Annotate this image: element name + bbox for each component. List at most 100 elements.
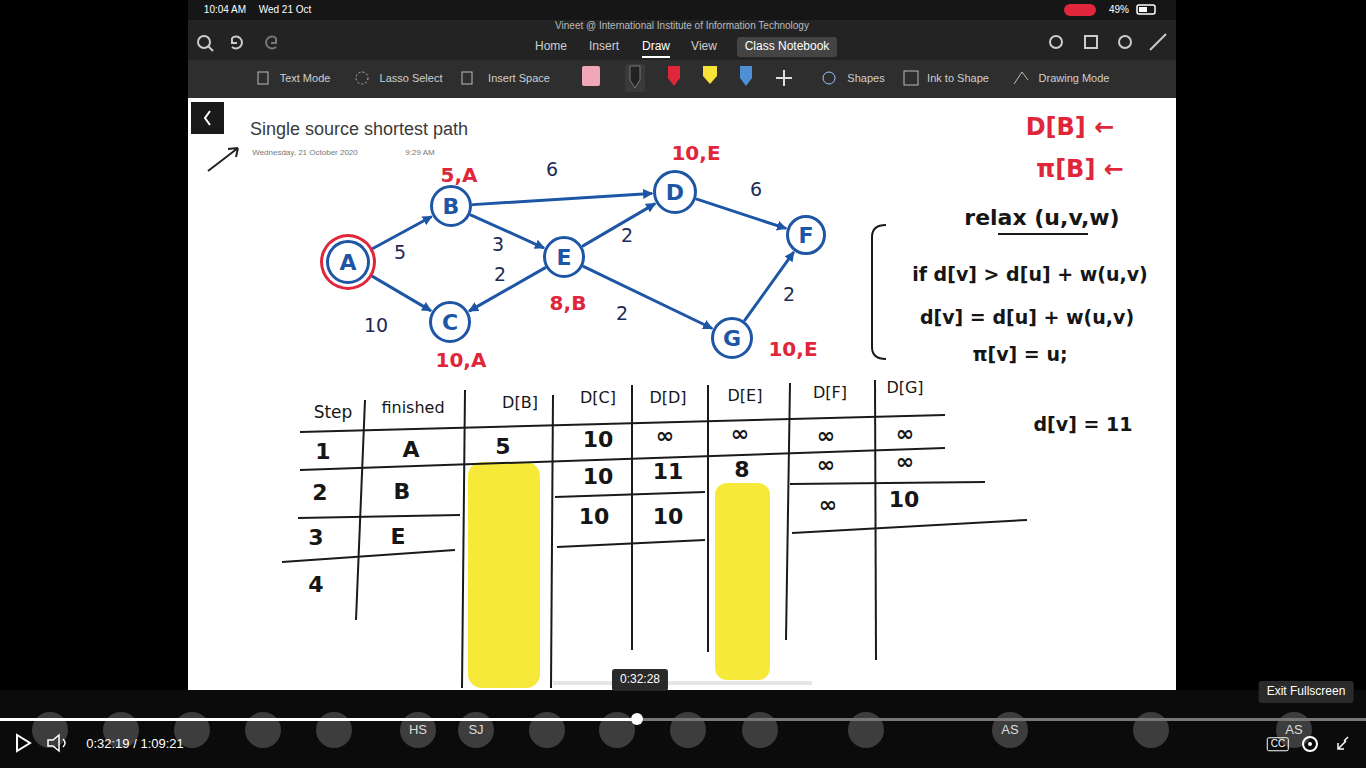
note: relax (u,v,w) [964, 205, 1119, 230]
graph-vertex: F [786, 215, 826, 255]
table-cell: 10 [583, 464, 614, 489]
seek-tooltip: 0:32:28 [612, 669, 668, 691]
window-title: Vineet @ International Institute of Info… [555, 20, 809, 32]
participant-initials: AS [1285, 723, 1302, 738]
vertex-name: E [556, 245, 571, 270]
page-date: Wednesday, 21 October 2020 [252, 148, 358, 157]
table-cell: 10 [653, 504, 684, 529]
edge-weight: 6 [750, 179, 762, 201]
note: π[B] ← [1036, 156, 1124, 184]
edge-weight: 2 [783, 284, 795, 306]
graph-vertex: G10,E [711, 317, 753, 359]
graph-vertex: B5,A [430, 185, 472, 227]
distance-parent: 10,E [671, 141, 720, 165]
table-header: D[E] [728, 387, 763, 405]
page-time: 9:29 AM [405, 148, 434, 157]
table-cell: ∞ [656, 423, 674, 448]
video-time: 0:32:19 / 1:09:21 [86, 737, 184, 752]
table-cell: ∞ [731, 421, 749, 446]
distance-parent: 8,B [550, 291, 587, 315]
tool-button: Drawing Mode [1039, 72, 1110, 85]
table-cell: 1 [315, 439, 330, 464]
edge-weight: 5 [394, 242, 406, 264]
tool-button: Shapes [847, 72, 884, 85]
table-cell: ∞ [817, 452, 835, 477]
directed-edge [473, 193, 651, 204]
table-header: D[C] [580, 389, 616, 407]
directed-edge [583, 204, 654, 246]
vertex-name: A [339, 250, 356, 275]
menu-tab: Class Notebook [745, 40, 830, 54]
directed-edge [471, 215, 543, 247]
status-time: 10:04 AM [204, 4, 246, 16]
table-cell: 8 [734, 457, 749, 482]
table-cell: ∞ [817, 423, 835, 448]
graph-vertex: E8,B [543, 236, 585, 278]
table-cell: 4 [308, 572, 323, 597]
table-cell: E [390, 524, 405, 549]
table-cell: 3 [308, 525, 323, 550]
vertex-name: G [723, 326, 741, 351]
table-cell: 10 [579, 504, 610, 529]
table-header: D[D] [649, 389, 686, 407]
participant-initials: AS [1001, 723, 1018, 738]
edge-weight: 3 [492, 234, 504, 256]
edge-weight: 6 [546, 159, 558, 181]
directed-edge [697, 199, 785, 228]
vertex-name: B [443, 194, 460, 219]
table-cell: 11 [653, 459, 684, 484]
graph-vertex: D10,E [653, 170, 697, 214]
note: if d[v] > d[u] + w(u,v) [912, 264, 1148, 286]
table-cell: 10 [889, 487, 920, 512]
menu-tab: Draw [642, 40, 670, 54]
table-header: D[B] [502, 394, 538, 412]
status-date: Wed 21 Oct [259, 4, 312, 16]
table-cell: 2 [312, 480, 327, 505]
distance-parent: 10,E [768, 337, 817, 361]
table-header: finished [381, 399, 444, 417]
tool-button: Lasso Select [380, 72, 443, 85]
table-cell: ∞ [896, 449, 914, 474]
page-title: Single source shortest path [250, 119, 468, 140]
table-cell: A [402, 437, 419, 462]
menu-tab: Insert [589, 40, 619, 54]
note: D[B] ← [1026, 114, 1115, 142]
table-header: D[F] [813, 384, 847, 402]
note: π[v] = u; [972, 344, 1067, 366]
tool-button: Insert Space [488, 72, 550, 85]
directed-edge [470, 268, 545, 311]
fullscreen-tooltip: Exit Fullscreen [1259, 681, 1354, 703]
edge-weight: 2 [494, 264, 506, 286]
edge-weight: 10 [364, 315, 388, 337]
graph-vertex: C10,A [429, 301, 471, 343]
table-header: Step [314, 403, 353, 423]
vertex-name: C [442, 310, 458, 335]
note: d[v] = 11 [1034, 414, 1133, 436]
table-cell: 5 [495, 434, 510, 459]
tool-button: Ink to Shape [927, 72, 989, 85]
edge-weight: 2 [616, 303, 628, 325]
table-header: D[G] [886, 379, 923, 397]
directed-edge [584, 267, 711, 328]
distance-parent: 5,A [441, 163, 478, 187]
directed-edge [368, 274, 430, 311]
table-cell: ∞ [819, 492, 837, 517]
participant-initials: HS [409, 723, 427, 738]
menu-tab: View [691, 40, 717, 54]
graph-vertex: A [326, 240, 370, 284]
table-cell: 10 [583, 427, 614, 452]
note: d[v] = d[u] + w(u,v) [920, 307, 1134, 329]
tool-button: Text Mode [280, 72, 331, 85]
captions-button: CC [1267, 737, 1289, 751]
vertex-name: F [798, 223, 813, 248]
table-cell: B [394, 479, 411, 504]
participant-initials: SJ [468, 723, 483, 738]
vertex-name: D [666, 180, 684, 205]
table-cell: ∞ [896, 421, 914, 446]
distance-parent: 10,A [436, 348, 487, 372]
edge-weight: 2 [621, 225, 633, 247]
battery: 49% [1109, 4, 1129, 16]
menu-tab: Home [535, 40, 567, 54]
